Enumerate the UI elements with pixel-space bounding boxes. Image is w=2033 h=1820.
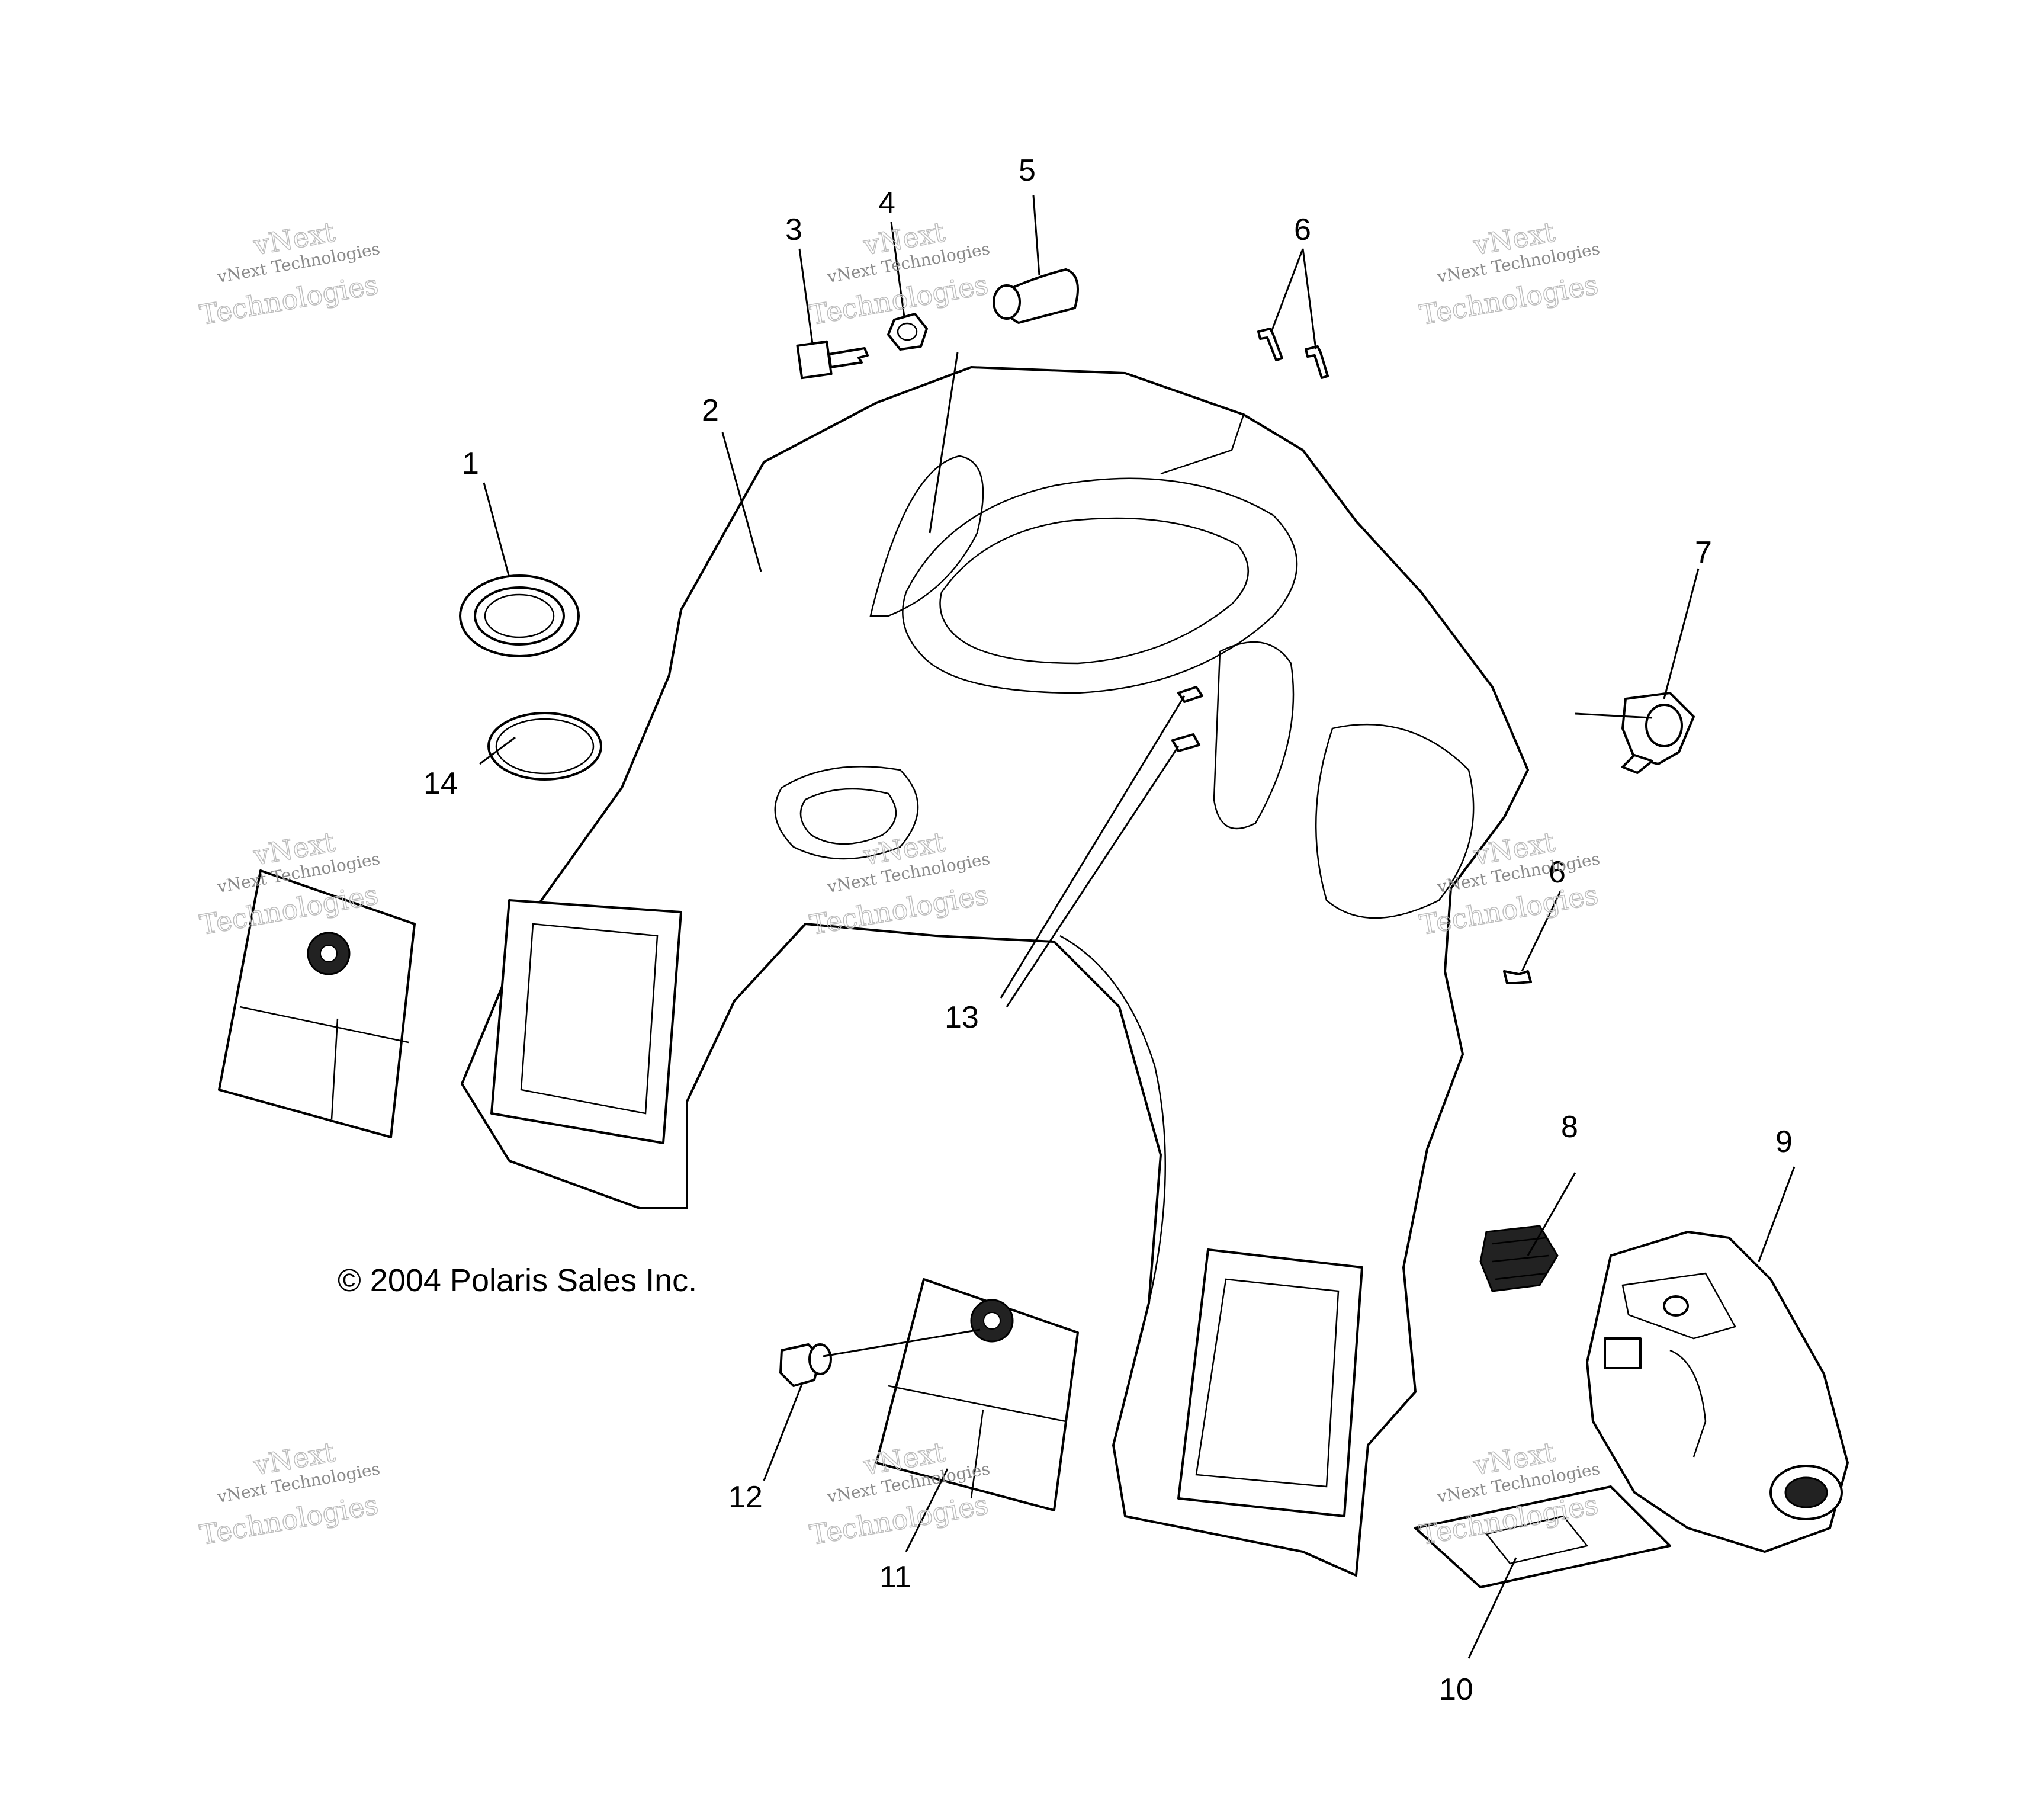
callout-5: 5	[1019, 153, 1036, 188]
watermarks: vNext vNext Technologies Technologies vN…	[197, 215, 1601, 1551]
gauge-bezel-ring	[459, 574, 580, 657]
copyright-notice: © 2004 Polaris Sales Inc.	[338, 1263, 697, 1298]
screws-top	[1257, 328, 1329, 379]
gasket-ring	[487, 712, 602, 781]
panel-left	[218, 869, 416, 1138]
callout-3: 3	[785, 213, 802, 247]
watermark-1: vNext vNext Technologies Technologies	[197, 215, 381, 331]
mounting-plate	[1414, 1485, 1671, 1588]
mount-bracket	[1621, 692, 1695, 774]
hood-console	[461, 366, 1529, 1577]
ignition-switch	[993, 268, 1079, 324]
access-panel	[875, 1278, 1079, 1511]
push-clips	[1171, 686, 1203, 752]
callout-9: 9	[1775, 1125, 1793, 1159]
leader-lines	[479, 195, 1796, 1659]
callout-2: 2	[702, 393, 719, 428]
watermark-2: vNext vNext Technologies Technologies	[807, 215, 991, 331]
callout-labels: 1 2 3 4 5 6 7 6 14 13 8 9 12 11 10	[423, 153, 1793, 1707]
callout-6-top: 6	[1294, 213, 1311, 247]
switch-nut	[887, 313, 928, 351]
knob-fastener	[779, 1343, 832, 1387]
callout-11: 11	[879, 1560, 911, 1594]
callout-14: 14	[423, 766, 458, 801]
callout-1: 1	[462, 447, 479, 481]
callout-8: 8	[1561, 1110, 1578, 1144]
watermark-7: vNext vNext Technologies Technologies	[197, 1435, 381, 1551]
screw-right	[1503, 970, 1532, 984]
watermark-3: vNext vNext Technologies Technologies	[1417, 215, 1601, 331]
callout-12: 12	[728, 1480, 763, 1514]
callout-4: 4	[878, 186, 895, 220]
ignition-key	[796, 340, 869, 380]
callout-13: 13	[945, 1000, 979, 1035]
storage-housing	[1586, 1231, 1849, 1553]
callout-10: 10	[1439, 1673, 1473, 1707]
callout-6-right: 6	[1549, 855, 1566, 890]
callout-7: 7	[1695, 535, 1712, 570]
electrical-connector	[1479, 1225, 1559, 1292]
